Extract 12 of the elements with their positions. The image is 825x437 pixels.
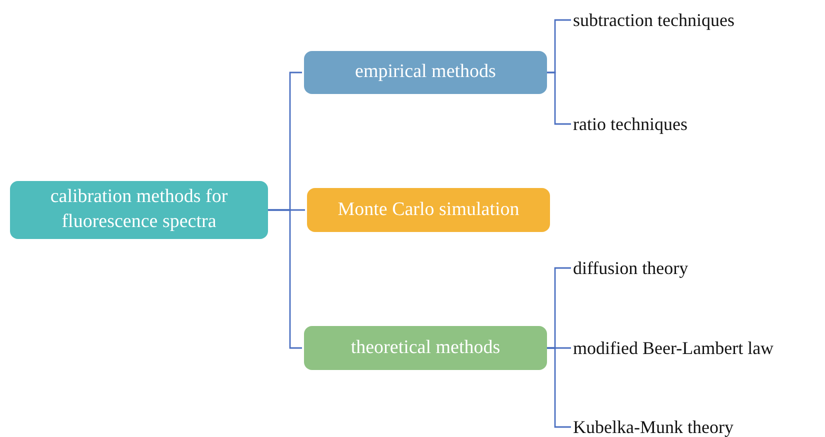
method-label: Kubelka-Munk theory bbox=[573, 416, 773, 437]
method-box: empirical methods bbox=[304, 51, 547, 94]
method-box: Monte Carlo simulation bbox=[307, 188, 550, 232]
method-box: calibration methods for fluorescence spectra bbox=[10, 181, 268, 239]
connector-line bbox=[547, 72, 571, 125]
method-label: subtraction techniques bbox=[573, 8, 773, 32]
method-label: diffusion theory bbox=[573, 256, 773, 280]
method-label: modified Beer-Lambert law bbox=[573, 336, 818, 360]
connector-line bbox=[268, 209, 302, 349]
connector-line bbox=[547, 347, 571, 428]
method-box: theoretical methods bbox=[304, 326, 547, 370]
method-label: ratio techniques bbox=[573, 112, 773, 136]
